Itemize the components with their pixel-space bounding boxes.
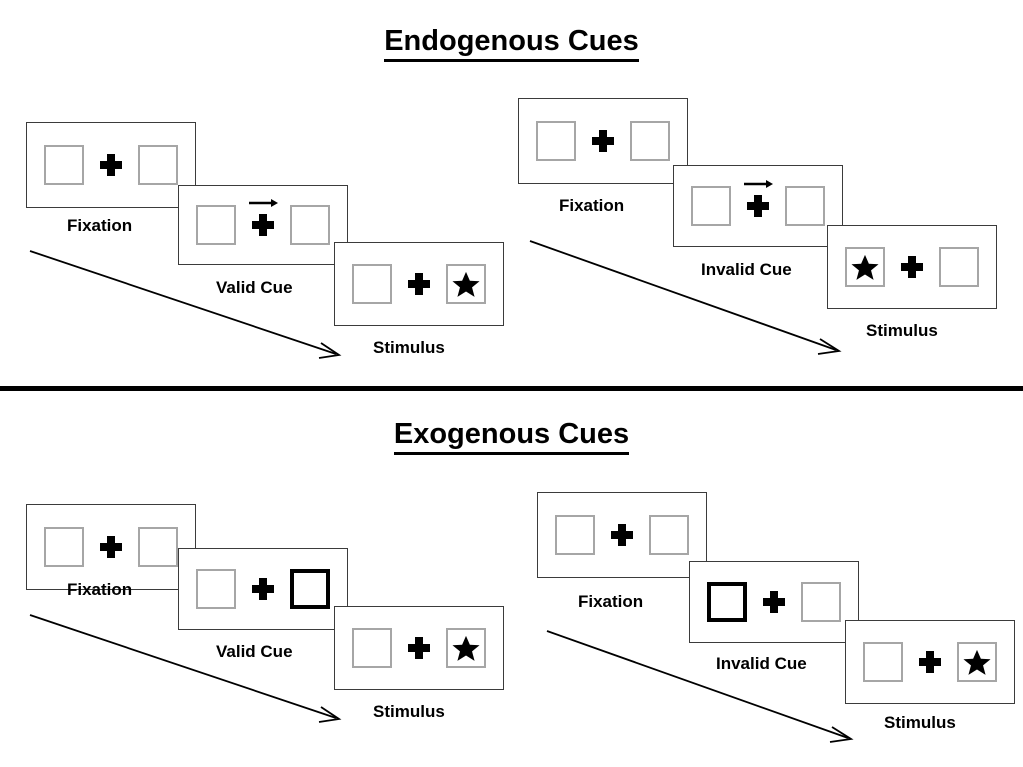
fixation-cross-wrap bbox=[885, 256, 939, 278]
fixation-cross-icon bbox=[592, 130, 614, 152]
left-box-empty bbox=[352, 264, 392, 304]
panel-exo-invalid-fixation bbox=[537, 492, 707, 578]
left-box-empty bbox=[555, 515, 595, 555]
label-endo-invalid-fixation: Fixation bbox=[559, 196, 625, 215]
fixation-cross-icon bbox=[747, 195, 769, 217]
label-exo-invalid-cue: Invalid Cue bbox=[716, 654, 807, 673]
label-exo-valid-stimulus: Stimulus bbox=[373, 702, 445, 721]
left-box-empty bbox=[536, 121, 576, 161]
fixation-cross-wrap bbox=[747, 591, 801, 613]
panel-endo-invalid-fixation bbox=[518, 98, 688, 184]
right-box-star bbox=[446, 628, 486, 668]
time-arrow-exo-valid bbox=[29, 614, 342, 723]
time-arrow-endo-valid bbox=[29, 250, 342, 359]
left-box-empty bbox=[44, 527, 84, 567]
label-endo-invalid-cue: Invalid Cue bbox=[701, 260, 792, 279]
fixation-cross-wrap bbox=[392, 273, 446, 295]
panel-endo-invalid-cue bbox=[673, 165, 843, 247]
right-box-empty bbox=[138, 527, 178, 567]
fixation-cross-icon bbox=[252, 578, 274, 600]
panel-endo-valid-fixation bbox=[26, 122, 196, 208]
label-endo-valid-stimulus: Stimulus bbox=[373, 338, 445, 357]
left-box-empty bbox=[863, 642, 903, 682]
fixation-cross-wrap bbox=[576, 130, 630, 152]
left-box-cue-highlight bbox=[707, 582, 747, 622]
left-box-empty bbox=[352, 628, 392, 668]
fixation-cross-icon bbox=[611, 524, 633, 546]
star-icon bbox=[963, 649, 991, 675]
fixation-cross-icon bbox=[408, 273, 430, 295]
label-endo-valid-fixation: Fixation bbox=[67, 216, 133, 235]
panel-endo-valid-cue bbox=[178, 185, 348, 265]
fixation-cross-icon bbox=[252, 214, 274, 236]
section-title-endogenous: Endogenous Cues bbox=[0, 25, 1023, 62]
fixation-cross-wrap bbox=[595, 524, 649, 546]
time-arrow-exo-invalid bbox=[546, 630, 854, 743]
right-box-empty bbox=[939, 247, 979, 287]
left-box-star bbox=[845, 247, 885, 287]
star-icon bbox=[452, 635, 480, 661]
right-box-empty bbox=[138, 145, 178, 185]
fixation-cross-icon bbox=[408, 637, 430, 659]
section-divider bbox=[0, 386, 1023, 391]
time-arrow-endo-invalid bbox=[529, 240, 842, 355]
fixation-cross-wrap bbox=[84, 536, 138, 558]
right-box-empty bbox=[785, 186, 825, 226]
label-exo-invalid-stimulus: Stimulus bbox=[884, 713, 956, 732]
fixation-cross-icon bbox=[901, 256, 923, 278]
fixation-cross-icon bbox=[100, 536, 122, 558]
left-box-empty bbox=[196, 205, 236, 245]
label-exo-invalid-fixation: Fixation bbox=[578, 592, 644, 611]
left-box-empty bbox=[196, 569, 236, 609]
fixation-cross-wrap bbox=[84, 154, 138, 176]
panel-endo-invalid-stimulus bbox=[827, 225, 997, 309]
star-icon bbox=[851, 254, 879, 280]
right-box-star bbox=[957, 642, 997, 682]
right-box-cue-highlight bbox=[290, 569, 330, 609]
fixation-cross-wrap bbox=[392, 637, 446, 659]
arrow-right-cue-icon bbox=[744, 180, 773, 188]
right-box-star bbox=[446, 264, 486, 304]
label-endo-valid-cue: Valid Cue bbox=[216, 278, 293, 297]
fixation-cross-icon bbox=[100, 154, 122, 176]
panel-exo-invalid-stimulus bbox=[845, 620, 1015, 704]
label-exo-valid-fixation: Fixation bbox=[67, 580, 133, 599]
right-box-empty bbox=[290, 205, 330, 245]
star-icon bbox=[452, 271, 480, 297]
right-box-empty bbox=[649, 515, 689, 555]
label-exo-valid-cue: Valid Cue bbox=[216, 642, 293, 661]
left-box-empty bbox=[691, 186, 731, 226]
fixation-cross-icon bbox=[763, 591, 785, 613]
fixation-cross-wrap bbox=[236, 578, 290, 600]
section-title-exogenous: Exogenous Cues bbox=[0, 418, 1023, 455]
panel-endo-valid-stimulus bbox=[334, 242, 504, 326]
section-title-endogenous-text: Endogenous Cues bbox=[384, 25, 639, 62]
arrow-right-cue-icon bbox=[249, 199, 278, 207]
fixation-cross-icon bbox=[919, 651, 941, 673]
left-box-empty bbox=[44, 145, 84, 185]
right-box-empty bbox=[630, 121, 670, 161]
fixation-cross-wrap bbox=[236, 199, 290, 236]
panel-exo-valid-fixation bbox=[26, 504, 196, 590]
label-endo-invalid-stimulus: Stimulus bbox=[866, 321, 938, 340]
panel-exo-valid-stimulus bbox=[334, 606, 504, 690]
fixation-cross-wrap bbox=[731, 180, 785, 217]
panel-exo-valid-cue bbox=[178, 548, 348, 630]
section-title-exogenous-text: Exogenous Cues bbox=[393, 418, 630, 455]
right-box-empty bbox=[801, 582, 841, 622]
panel-exo-invalid-cue bbox=[689, 561, 859, 643]
fixation-cross-wrap bbox=[903, 651, 957, 673]
